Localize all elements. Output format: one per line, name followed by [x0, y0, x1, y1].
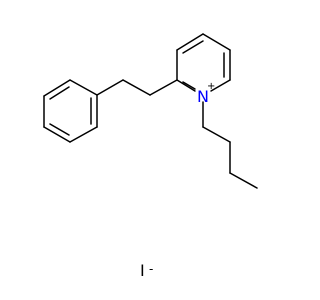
- bond: [69, 79, 98, 96]
- butyl-chain: [202, 101, 258, 189]
- nitrogen-atom-label: N: [197, 87, 209, 106]
- bond: [96, 79, 124, 96]
- double-bond-inner: [182, 81, 196, 90]
- bond: [210, 79, 231, 92]
- bond: [43, 126, 71, 143]
- structure-diagram: N + I -: [43, 33, 258, 280]
- bond: [149, 79, 178, 96]
- benzene-ring: [43, 79, 98, 143]
- iodide-ion-label: I: [140, 261, 145, 280]
- ethyl-linker: [96, 79, 178, 96]
- double-bond-inner: [49, 86, 70, 100]
- bond: [43, 79, 71, 97]
- double-bond-inner: [49, 123, 70, 136]
- bond: [229, 172, 258, 189]
- positive-charge-label: +: [207, 81, 215, 92]
- bond: [176, 79, 196, 92]
- bond: [69, 126, 98, 143]
- bond: [202, 126, 231, 143]
- bond: [202, 33, 231, 51]
- bond: [122, 79, 151, 96]
- double-bond-inner: [182, 40, 204, 54]
- bond: [176, 33, 204, 51]
- pyridinium-ring: [176, 33, 231, 92]
- negative-charge-label: -: [149, 262, 153, 276]
